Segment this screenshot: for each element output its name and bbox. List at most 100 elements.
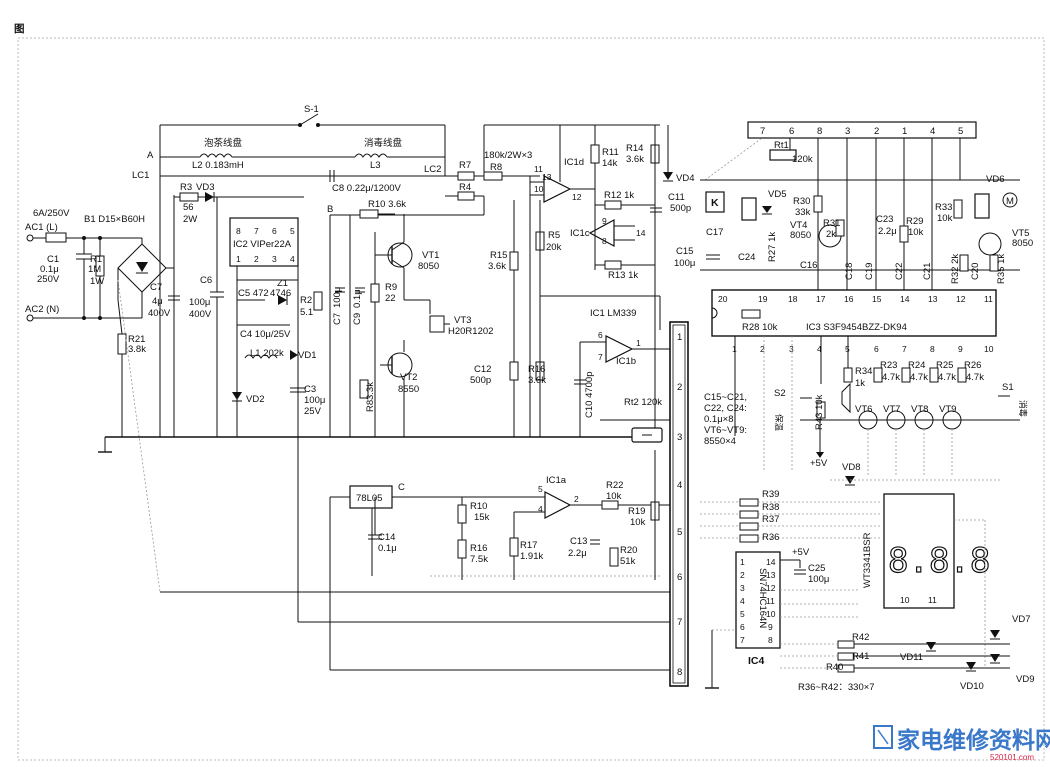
r27-label: R27 1k (767, 232, 778, 262)
ic2-pin4: 4 (290, 254, 295, 264)
r1-label: R1 (90, 254, 102, 265)
r5-value: 20k (546, 242, 562, 253)
motor-icon (1002, 192, 1018, 208)
c23-label: C23 (876, 214, 893, 225)
vd8-label: VD8 (842, 462, 860, 473)
z1-value: 4746 (270, 288, 291, 299)
c12-label: C12 (474, 364, 491, 375)
ic2-pin1: 1 (236, 254, 241, 264)
ic1c-opamp (588, 218, 615, 248)
r16b-label: R16 (470, 543, 487, 554)
l1-label: L1 202k (250, 348, 284, 359)
node-c: C (398, 482, 405, 493)
c5-label: C5 472 (238, 288, 269, 299)
ac2-label: AC2 (N) (25, 304, 59, 315)
r26-value: 4.7k (966, 372, 984, 383)
s1-label: S1 (1002, 382, 1014, 393)
ic4-pin3: 3 (740, 583, 745, 593)
r10b-label: R10 (470, 501, 487, 512)
node-lc1: LC1 (132, 170, 149, 181)
ic3-pin19: 19 (758, 294, 768, 304)
r17-value: 1.91k (520, 551, 543, 562)
ic2-pin2: 2 (254, 254, 259, 264)
ic2-pin8: 8 (236, 226, 241, 236)
relay-k (705, 191, 725, 213)
ic3-pin8: 8 (930, 344, 935, 354)
c20-label: C20 (970, 263, 981, 280)
c14-label: C14 (378, 532, 395, 543)
ic4-label: IC4 (748, 655, 765, 667)
relay-label: K (711, 197, 719, 209)
ic2-viper22a (229, 217, 299, 267)
ic3-pin17: 17 (816, 294, 826, 304)
r4-label: R4 (459, 182, 471, 193)
r39-label: R39 (762, 489, 779, 500)
r21-label: R21 (128, 334, 145, 345)
vt1-label: VT1 (422, 250, 439, 261)
c3-label: C3 (304, 384, 316, 395)
ic3-pin16: 16 (844, 294, 854, 304)
r11-value: 14k (602, 158, 618, 169)
r17-label: R17 (520, 540, 537, 551)
r33-label: R33 (935, 202, 952, 213)
conn-pin8: 8 (677, 667, 682, 678)
ic2-pin7: 7 (254, 226, 259, 236)
r38-label: R38 (762, 502, 779, 513)
s2-label: S2 (774, 388, 786, 399)
r16-label: R16 (528, 364, 545, 375)
ic4-pin2: 2 (740, 570, 745, 580)
c3-voltage: 25V (304, 406, 322, 417)
r22-label: R22 (606, 480, 623, 491)
c15-label: C15 (676, 246, 693, 257)
top-pin6: 6 (789, 126, 794, 137)
r31-label: R31 (823, 218, 840, 229)
conn-pin2: 2 (677, 382, 682, 393)
ic4-pin14: 14 (766, 557, 776, 567)
note-line5: 8550×4 (704, 436, 736, 447)
r3-value: 56 (183, 202, 194, 213)
pin6: 6 (598, 330, 603, 340)
c7-value: 4μ (152, 296, 163, 307)
vt9-label: VT9 (939, 404, 956, 415)
ic3-pin4: 4 (817, 344, 822, 354)
vt5-value: 8050 (1012, 238, 1033, 249)
top-pin1: 1 (902, 126, 907, 137)
r25-value: 4.7k (938, 372, 956, 383)
c9-value: 0.1μ (352, 289, 363, 308)
vt3-igbt (429, 315, 445, 333)
vt5-transistor (978, 232, 1002, 256)
r9-label: R9 (385, 282, 397, 293)
r19-label: R19 (628, 506, 645, 517)
ic3-pin15: 15 (872, 294, 882, 304)
c7b-label: C7 (332, 313, 343, 325)
pin14: 14 (636, 228, 646, 238)
r8b-label: R8 (365, 400, 376, 412)
top-pin4: 4 (930, 126, 935, 137)
ic4-pin8: 8 (768, 635, 773, 645)
frame-border (17, 37, 1045, 761)
r24-label: R24 (908, 360, 925, 371)
top-connector (747, 121, 977, 139)
r41-label: R41 (852, 651, 869, 662)
ic1b-label: IC1b (616, 356, 636, 367)
display-resistor-note: R36~R42：330×7 (798, 682, 875, 693)
r3-power: 2W (183, 214, 197, 225)
pin1: 1 (636, 338, 641, 348)
r35-label: R35 1k (996, 254, 1007, 284)
c13-value: 2.2μ (568, 548, 587, 559)
r28-label: R28 10k (742, 322, 778, 333)
r10-label: R10 3.6k (368, 199, 406, 210)
r29-label: R29 (906, 216, 923, 227)
vt5-label: VT5 (1012, 228, 1029, 239)
pin13: 13 (542, 172, 552, 182)
note-line4: VT6~VT9: (704, 425, 747, 436)
vt4-label: VT4 (790, 220, 807, 231)
c7-label: C7 (150, 282, 162, 293)
r23-value: 4.7k (882, 372, 900, 383)
ic3-pins-top: 20 19 18 17 16 15 14 13 12 11 (718, 294, 993, 304)
ic2-label: IC2 VIPer22A (233, 239, 292, 250)
c1-value: 0.1μ (40, 264, 59, 275)
ic1d-opamp (543, 175, 572, 203)
led-label: WT3341BSR (862, 532, 873, 588)
r26-label: R26 (964, 360, 981, 371)
